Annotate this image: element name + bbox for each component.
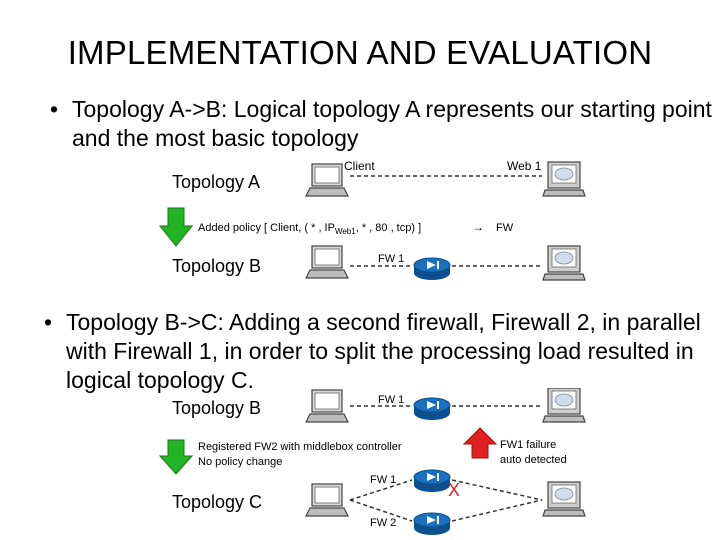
firewall-icon (413, 397, 451, 421)
link-c-fw1-out (451, 479, 543, 501)
web1-server-icon (542, 388, 586, 423)
topology-c-label: Topology C (172, 492, 262, 512)
bullet-text: Topology A->B: Logical topology A repres… (72, 96, 712, 151)
slide-title: IMPLEMENTATION AND EVALUATION (67, 34, 653, 71)
auto-detected-text: auto detected (500, 454, 567, 466)
fw1-failure-text: FW1 failure (500, 439, 556, 451)
policy-target: FW (496, 222, 514, 234)
web1-server-icon (542, 245, 586, 281)
failure-x-mark: X (448, 480, 460, 500)
fw1-label: FW 1 (378, 253, 404, 265)
fw1-top-label: FW 1 (378, 394, 404, 406)
topology-a-label: Topology A (172, 172, 260, 192)
firewall-2-icon (413, 512, 451, 536)
no-policy-change-text: No policy change (198, 456, 282, 468)
policy-arrow-icon: → (472, 220, 484, 234)
fw2-label: FW 2 (370, 517, 396, 529)
web1-server-icon (542, 481, 586, 517)
client-laptop-icon (305, 163, 349, 197)
link-c-fw1-in (349, 479, 413, 501)
added-policy-text: Added policy [ Client, ( * , IPWeb1, * ,… (198, 222, 421, 236)
link-c-fw2-out (451, 499, 543, 522)
bullet-dot: • (50, 96, 59, 122)
web1-server-icon (542, 161, 586, 197)
firewall-icon (413, 257, 451, 281)
topology-figure-b-c: Topology B FW 1 Registered FW2 with midd… (158, 388, 586, 536)
green-down-arrow-icon (158, 207, 194, 247)
client-laptop-icon (305, 245, 349, 279)
topology-figure-a-b: Topology A Client Web 1 Added policy [ C… (158, 159, 586, 281)
client-laptop-icon (305, 483, 349, 517)
green-down-arrow-icon (158, 439, 194, 475)
link-c-fw2-in (349, 499, 413, 522)
client-label: Client (344, 159, 375, 173)
bullet-text: Topology B->C: Adding a second firewall,… (66, 309, 701, 393)
bullet-topology-b-c: • Topology B->C: Adding a second firewal… (44, 308, 706, 395)
web1-label: Web 1 (507, 159, 542, 173)
firewall-1-icon (413, 469, 451, 493)
bullet-dot: • (44, 309, 53, 335)
fw1-label: FW 1 (370, 474, 396, 486)
topology-b-label: Topology B (172, 256, 261, 276)
red-up-arrow-icon (462, 427, 498, 459)
bullet-topology-a-b: • Topology A->B: Logical topology A repr… (50, 95, 712, 153)
registered-fw2-text: Registered FW2 with middlebox controller (198, 441, 402, 453)
client-laptop-icon (305, 389, 349, 423)
topology-b-label: Topology B (172, 398, 261, 418)
